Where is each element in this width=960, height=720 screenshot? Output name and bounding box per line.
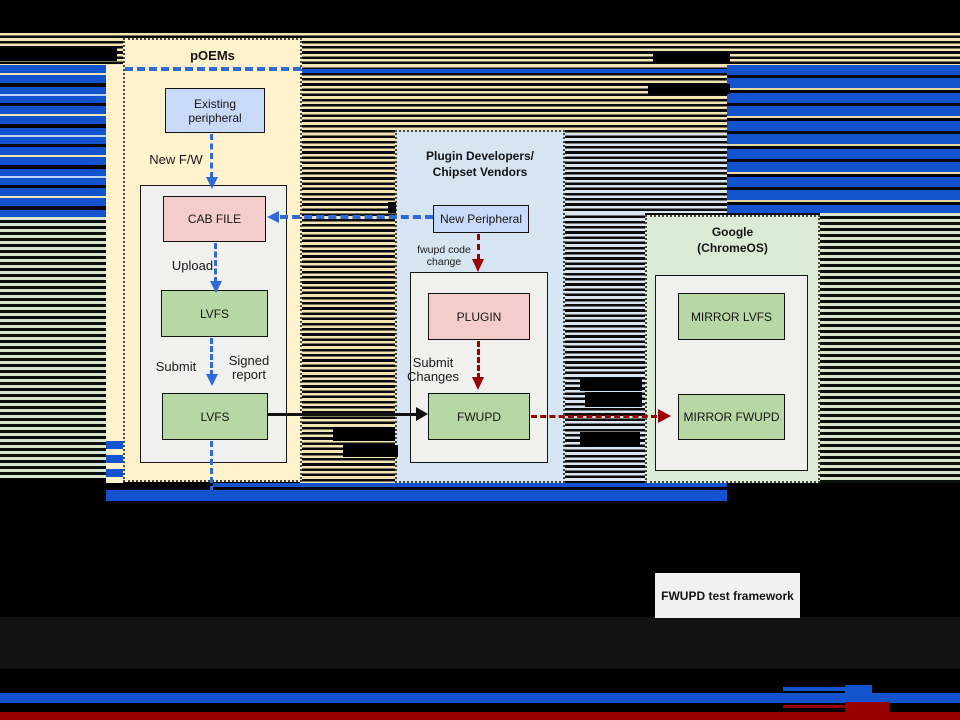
panel-google-title: Google (ChromeOS) xyxy=(645,224,820,256)
glitch-black-patch-top-left xyxy=(0,48,117,61)
glitch-redaction-bar-2 xyxy=(648,84,730,94)
node-existing-peripheral-label: Existing peripheral xyxy=(188,96,242,125)
glitch-blue-bar-under-panels xyxy=(106,490,727,501)
glitch-red-block-bottom-right xyxy=(845,702,889,713)
arrow-lvfs-fwupd-head xyxy=(416,407,428,421)
arrow-newfw-head xyxy=(206,177,218,189)
node-mirror-fwupd: MIRROR FWUPD xyxy=(678,394,785,440)
panel-plugin-developers-title-line2: Chipset Vendors xyxy=(432,165,528,179)
panel-google-title-line1: Google xyxy=(711,225,754,239)
panel-plugin-developers-title-line1: Plugin Developers/ xyxy=(425,149,535,163)
node-fwupd: FWUPD xyxy=(428,393,530,440)
glitch-red-line-bottom-right xyxy=(783,705,845,708)
glitch-blue-line-under-panels xyxy=(213,483,727,487)
glitch-blue-bands-right xyxy=(727,65,960,213)
node-cab-file-label: CAB FILE xyxy=(187,212,242,226)
glitch-blue-scanline xyxy=(300,69,727,73)
glitch-blue-bottom-bar xyxy=(0,693,960,703)
node-new-peripheral-label: New Peripheral xyxy=(439,212,523,226)
glitch-blue-line-bottom-right xyxy=(783,687,845,691)
glitch-redaction-bar-4 xyxy=(580,378,642,391)
arrow-newperipheral-cab-line xyxy=(280,215,433,219)
glitch-redaction-bar-6 xyxy=(580,432,640,447)
node-mirror-lvfs: MIRROR LVFS xyxy=(678,293,785,340)
arrow-code-change-line xyxy=(477,234,480,260)
edge-label-fwupd-code-change: fwupd code change xyxy=(417,244,471,268)
edge-label-new-fw: New F/W xyxy=(149,152,203,167)
glitch-blue-chip-3 xyxy=(106,469,123,477)
node-cab-file: CAB FILE xyxy=(163,196,266,242)
glitch-stripes-upper-middle xyxy=(300,65,727,133)
arrow-submit-changes-head xyxy=(472,377,484,390)
arrow-submit-changes-line xyxy=(477,341,480,379)
arrow-upload-line xyxy=(214,243,217,283)
node-fwupd-label: FWUPD xyxy=(457,409,501,424)
arrow-newfw-line xyxy=(210,134,213,178)
panel-plugin-developers-title: Plugin Developers/ Chipset Vendors xyxy=(395,148,565,180)
node-lvfs-lower: LVFS xyxy=(162,393,268,440)
glitch-red-bottom-bar xyxy=(0,712,960,720)
glitch-stripes-right-green xyxy=(820,213,960,483)
glitch-redaction-bar-7 xyxy=(333,427,395,441)
glitch-blue-chip-2 xyxy=(106,455,123,463)
glitch-redaction-bar-8 xyxy=(343,445,398,457)
node-mirror-fwupd-label: MIRROR FWUPD xyxy=(683,410,780,424)
glitch-redaction-bar-5 xyxy=(585,392,642,407)
glitch-stripes-gap-left xyxy=(300,133,396,483)
node-lvfs-lower-label: LVFS xyxy=(200,409,230,424)
glitch-stripes-left-green xyxy=(0,217,106,478)
node-new-peripheral: New Peripheral xyxy=(433,205,529,233)
panel-google-title-line2: (ChromeOS) xyxy=(697,241,768,255)
arrow-submit-head xyxy=(206,374,218,386)
poems-dashed-divider xyxy=(125,67,301,71)
glitch-cream-column xyxy=(106,65,123,483)
arrow-newperipheral-cab-head xyxy=(267,211,279,223)
node-mirror-lvfs-label: MIRROR LVFS xyxy=(690,309,773,324)
arrow-lvfs-fwupd-line xyxy=(268,413,418,416)
arrow-upload-head xyxy=(210,281,222,293)
glitch-stripes-lightblue-upper xyxy=(565,133,727,213)
arrow-fwupd-mirror-head xyxy=(658,409,671,423)
node-fwupd-test-framework-label: FWUPD test framework xyxy=(661,588,794,603)
arrow-lvfs-tail-line xyxy=(210,441,213,501)
glitch-redaction-bar-3 xyxy=(388,202,396,213)
node-fwupd-test-framework: FWUPD test framework xyxy=(655,573,800,618)
arrow-submit-line xyxy=(210,338,213,376)
node-plugin: PLUGIN xyxy=(428,293,530,340)
edge-label-signed-report: Signed report xyxy=(228,353,270,382)
edge-label-submit-changes: Submit Changes xyxy=(406,355,460,384)
arrow-code-change-head xyxy=(472,259,484,272)
panel-poems-title: pOEMs xyxy=(190,48,235,63)
arrow-fwupd-mirror-line xyxy=(531,415,657,418)
node-plugin-label: PLUGIN xyxy=(456,309,502,324)
glitch-blue-chip-1 xyxy=(106,441,123,449)
node-existing-peripheral: Existing peripheral xyxy=(165,88,265,133)
glitch-dark-band xyxy=(0,617,960,669)
edge-label-submit: Submit xyxy=(155,359,197,374)
edge-label-upload: Upload xyxy=(171,258,214,273)
node-lvfs-upper-label: LVFS xyxy=(199,306,230,321)
glitch-redaction-bar-1 xyxy=(653,53,730,62)
node-lvfs-upper: LVFS xyxy=(161,290,268,337)
glitch-stripes-left-blue xyxy=(0,65,106,217)
